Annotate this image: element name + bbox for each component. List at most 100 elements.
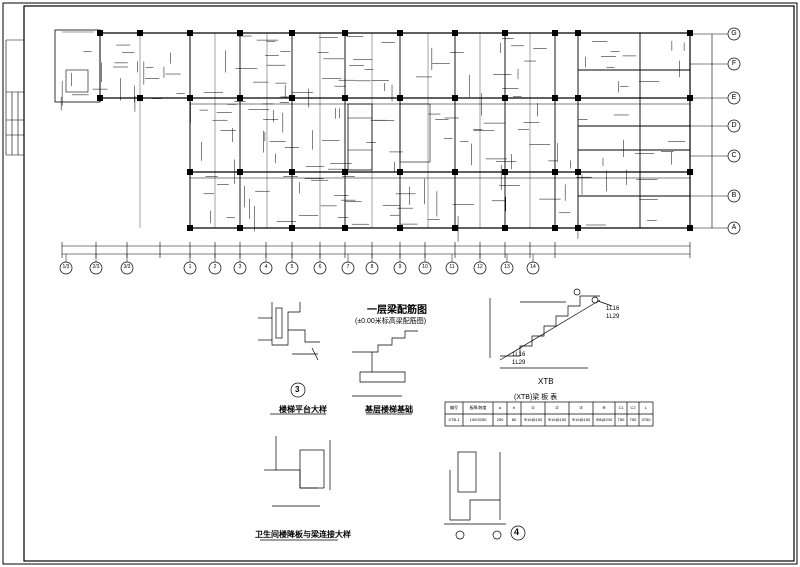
axis-bubble bbox=[89, 261, 103, 275]
axis-label-bottom: 12 bbox=[477, 264, 483, 270]
column bbox=[397, 225, 403, 231]
column bbox=[97, 95, 103, 101]
table-header-cell: C1 bbox=[618, 405, 624, 410]
table-cell: 80 bbox=[511, 417, 517, 422]
xtb-table-grid bbox=[444, 401, 654, 427]
axis-label-bottom: 11 bbox=[449, 264, 455, 270]
axis-label-bottom: 13 bbox=[504, 264, 510, 270]
axis-bubble bbox=[445, 261, 459, 275]
stair-elevation bbox=[489, 288, 613, 369]
table-header-cell: ③ bbox=[579, 405, 583, 410]
table-header-cell: b bbox=[512, 405, 516, 410]
column bbox=[342, 95, 348, 101]
axis-bubble bbox=[59, 261, 73, 275]
column bbox=[552, 95, 558, 101]
table-cell: Φ10@150 bbox=[571, 417, 591, 422]
column bbox=[289, 95, 295, 101]
axis-label-bottom: 2/3 bbox=[92, 264, 100, 270]
axis-bubble bbox=[727, 149, 741, 163]
table-cell: 750 bbox=[629, 417, 637, 422]
column bbox=[237, 95, 243, 101]
table-header-cell: 编号 bbox=[450, 405, 458, 410]
axis-label-bottom: 2 bbox=[213, 264, 217, 270]
column bbox=[452, 169, 458, 175]
axis-label-bottom: 3/3 bbox=[123, 264, 131, 270]
table-cell: 250 bbox=[496, 417, 504, 422]
axis-label-bottom: 1/3 bbox=[62, 264, 70, 270]
beam-plan bbox=[54, 29, 691, 229]
column bbox=[342, 30, 348, 36]
axis-bubble bbox=[393, 261, 407, 275]
axis-bubble bbox=[259, 261, 273, 275]
detail-3-drawing bbox=[258, 302, 326, 415]
axis-label-bottom: 14 bbox=[530, 264, 536, 270]
column bbox=[289, 225, 295, 231]
table-header-cell: ① bbox=[531, 405, 535, 410]
axis-bubble bbox=[473, 261, 487, 275]
toilet-detail-title: 卫生间楼降板与梁连接大样 bbox=[255, 530, 351, 539]
axis-bubble bbox=[727, 57, 741, 71]
stair-base-title: 基层楼梯基础 bbox=[365, 405, 413, 414]
column bbox=[237, 169, 243, 175]
table-header-cell: L bbox=[644, 405, 648, 410]
axis-bubble bbox=[727, 189, 741, 203]
axis-bubble bbox=[208, 261, 222, 275]
column bbox=[237, 30, 243, 36]
axis-bubble bbox=[727, 119, 741, 133]
column bbox=[452, 225, 458, 231]
column bbox=[575, 95, 581, 101]
column bbox=[187, 30, 193, 36]
column bbox=[342, 225, 348, 231]
column bbox=[342, 169, 348, 175]
plan-title: 一层梁配筋图 bbox=[367, 305, 427, 316]
axis-label-bottom: 7 bbox=[346, 264, 350, 270]
axis-label-bottom: 8 bbox=[370, 264, 374, 270]
detail-3-title: 楼梯平台大样 bbox=[279, 405, 327, 414]
axis-bubble bbox=[120, 261, 134, 275]
stair-label-h2: 1L29 bbox=[606, 314, 620, 320]
column bbox=[452, 30, 458, 36]
column bbox=[452, 95, 458, 101]
column bbox=[552, 169, 558, 175]
column bbox=[502, 169, 508, 175]
table-header-cell: 板厚/跨度 bbox=[469, 405, 487, 410]
axis-bubble bbox=[727, 221, 741, 235]
axis-label-bottom: 1 bbox=[188, 264, 192, 270]
table-caption: (XTB)梁 板 表 bbox=[514, 394, 558, 401]
column bbox=[187, 95, 193, 101]
axis-label-right: B bbox=[731, 192, 737, 199]
axis-label-right: C bbox=[731, 152, 737, 159]
column bbox=[397, 95, 403, 101]
column bbox=[552, 225, 558, 231]
table-header-cell: a bbox=[498, 405, 502, 410]
column bbox=[502, 30, 508, 36]
table-cell: Φ10@150 bbox=[523, 417, 543, 422]
detail-4-drawing bbox=[444, 451, 526, 541]
axis-bubble bbox=[313, 261, 327, 275]
column bbox=[397, 30, 403, 36]
column bbox=[575, 169, 581, 175]
column bbox=[97, 30, 103, 36]
column bbox=[575, 30, 581, 36]
stair-label-h4: 1L29 bbox=[512, 360, 526, 366]
table-cell: 750 bbox=[617, 417, 625, 422]
column bbox=[552, 30, 558, 36]
table-header-cell: C2 bbox=[630, 405, 636, 410]
toilet-detail-drawing bbox=[260, 436, 338, 541]
column bbox=[187, 169, 193, 175]
axis-label-bottom: 6 bbox=[318, 264, 322, 270]
axis-label-right: G bbox=[731, 30, 737, 37]
axis-bubble bbox=[365, 261, 379, 275]
stair-base-drawing bbox=[352, 330, 418, 415]
column bbox=[289, 30, 295, 36]
axis-bubble bbox=[526, 261, 540, 275]
table-cell: Φ10@150 bbox=[547, 417, 567, 422]
axis-bubble bbox=[418, 261, 432, 275]
table-cell: XTB-1 bbox=[448, 417, 460, 422]
stair-label-h3: 1L16 bbox=[512, 352, 526, 358]
title-strip bbox=[5, 39, 24, 156]
axis-label-bottom: 10 bbox=[422, 264, 428, 270]
axis-label-right: D bbox=[731, 122, 737, 129]
axis-bubble bbox=[285, 261, 299, 275]
